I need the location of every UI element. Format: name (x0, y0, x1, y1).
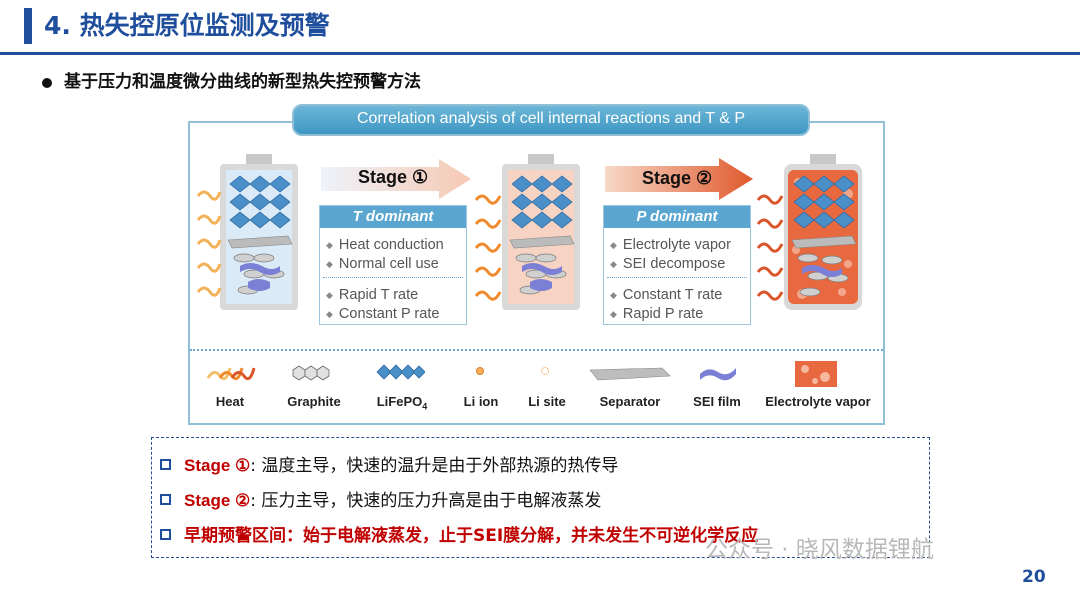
checkbox-square-icon (160, 493, 171, 505)
figure-header-background (292, 104, 810, 136)
note-warning: 早期预警区间：始于电解液蒸发，止于SEI膜分解，并未发生不可逆化学反应 (160, 521, 758, 551)
stage1-item: ◆Heat conduction (326, 237, 444, 253)
stage2-item: ◆Rapid P rate (610, 306, 704, 322)
slide-title: 4. 热失控原位监测及预警 (44, 11, 330, 40)
battery-stage1-icon (502, 154, 580, 310)
stage1-item: ◆Normal cell use (326, 256, 439, 272)
stage1-box-title: T dominant (320, 206, 466, 228)
diamond-icon: ◆ (610, 240, 617, 251)
stage2-box-title: P dominant (604, 206, 750, 228)
legend-label-heat: Heat (215, 394, 245, 409)
legend-label-lifepo4: LiFePO4 (376, 394, 428, 412)
bullet-icon (42, 78, 52, 88)
diamond-icon: ◆ (610, 309, 617, 320)
diamond-icon: ◆ (326, 290, 333, 301)
li-ion-legend-icon (476, 367, 484, 375)
diamond-icon: ◆ (610, 259, 617, 270)
notes-box (151, 437, 930, 558)
stage1-item: ◆Rapid T rate (326, 287, 419, 303)
li-site-legend-icon (541, 367, 549, 375)
legend-label-electrolyte-vapor: Electrolyte vapor (765, 394, 871, 409)
stage1-arrow-icon (321, 159, 471, 199)
checkbox-square-icon (160, 528, 171, 540)
legend-label-sei-film: SEI film (693, 394, 741, 409)
stage2-item: ◆Electrolyte vapor (610, 237, 731, 253)
legend-label-li-ion: Li ion (463, 394, 499, 409)
lifepo4-legend-icon (376, 364, 425, 380)
electrolyte-vapor-legend-icon (795, 361, 837, 387)
heat-arrows-middle-icon (474, 194, 502, 301)
heat-legend-icon (206, 367, 256, 381)
graphite-legend-icon (292, 365, 330, 381)
legend-label-li-site: Li site (528, 394, 566, 409)
separator-legend-icon (589, 367, 671, 381)
heat-arrows-right-icon (756, 194, 784, 301)
stage1-label: Stage ① (358, 167, 429, 187)
figure-header: Correlation analysis of cell internal re… (356, 110, 746, 127)
stage2-divider (607, 277, 747, 278)
legend-label-graphite: Graphite (287, 394, 341, 409)
stage1-item: ◆Constant P rate (326, 306, 440, 322)
stage2-item: ◆Constant T rate (610, 287, 723, 303)
stage1-divider (323, 277, 463, 278)
heat-arrows-left-icon (196, 190, 222, 297)
diamond-icon: ◆ (610, 290, 617, 301)
slide-subtitle: 基于压力和温度微分曲线的新型热失控预警方法 (64, 72, 421, 92)
diamond-icon: ◆ (326, 259, 333, 270)
legend-divider (190, 349, 883, 351)
note-stage2: Stage ②: 压力主导，快速的压力升高是由于电解液蒸发 (160, 486, 601, 516)
diamond-icon: ◆ (326, 309, 333, 320)
battery-initial-icon (220, 154, 298, 310)
stage2-item: ◆SEI decompose (610, 256, 726, 272)
legend-label-separator: Separator (599, 394, 661, 409)
diamond-icon: ◆ (326, 240, 333, 251)
title-underline (0, 52, 1080, 55)
page-number: 20 (1022, 567, 1046, 587)
sei-film-legend-icon (700, 368, 736, 381)
stage2-arrow-icon (605, 158, 753, 200)
title-accent-bar (24, 8, 32, 44)
stage2-label: Stage ② (642, 168, 713, 188)
checkbox-square-icon (160, 458, 171, 470)
battery-stage2-icon (784, 154, 862, 310)
note-stage1: Stage ①: 温度主导，快速的温升是由于外部热源的热传导 (160, 451, 618, 481)
watermark: 公众号 · 晓风数据锂航 (705, 537, 934, 563)
